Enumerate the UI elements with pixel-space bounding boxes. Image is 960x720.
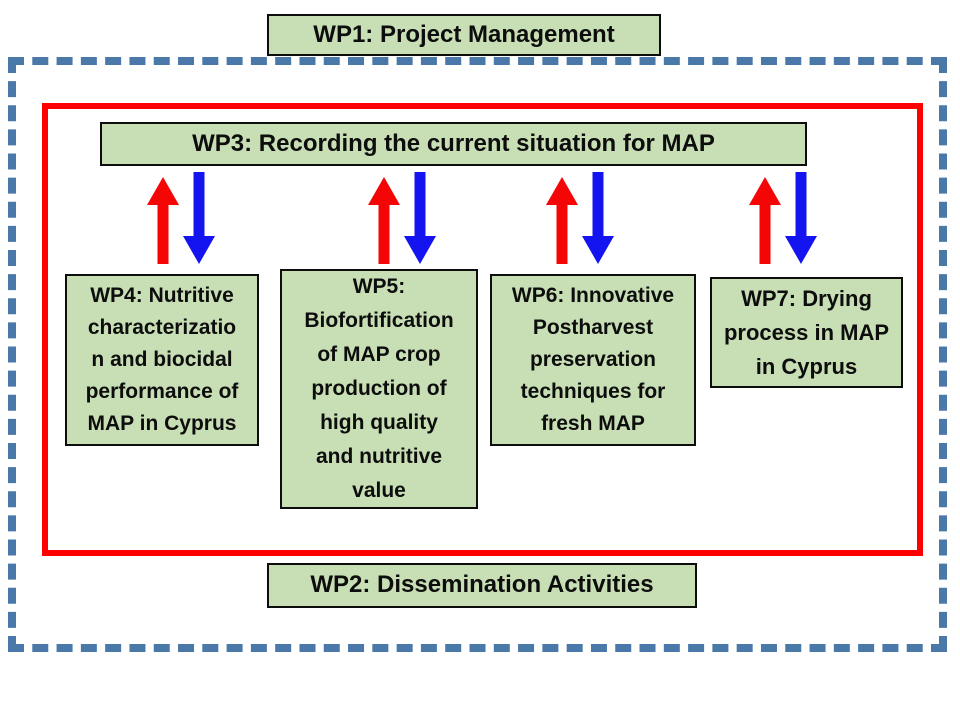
- arrow-pair-svg: [147, 172, 215, 264]
- wp6-box: WP6: Innovative Postharvest preservation…: [490, 274, 696, 446]
- inner-red-frame: [42, 103, 923, 556]
- wp5-label: WP5: Biofortification of MAP crop produc…: [304, 275, 454, 502]
- down-arrow-icon: [404, 172, 436, 264]
- wp3-label: WP3: Recording the current situation for…: [192, 129, 715, 157]
- outer-dashed-frame: [8, 57, 947, 652]
- down-arrow-icon: [785, 172, 817, 264]
- wp6-label: WP6: Innovative Postharvest preservation…: [511, 284, 675, 435]
- wp7-box: WP7: Drying process in MAP in Cyprus: [710, 277, 903, 388]
- arrow-pair-wp7: [747, 172, 819, 264]
- arrow-pair-wp5: [366, 172, 438, 264]
- wp3-box: WP3: Recording the current situation for…: [100, 122, 807, 166]
- wp1-box: WP1: Project Management: [267, 14, 661, 56]
- down-arrow-icon: [183, 172, 215, 264]
- up-arrow-icon: [749, 177, 781, 264]
- up-arrow-icon: [546, 177, 578, 264]
- wp4-box: WP4: Nutritive characterizatio n and bio…: [65, 274, 259, 446]
- arrow-pair-wp6: [544, 172, 616, 264]
- wp2-label: WP2: Dissemination Activities: [310, 571, 654, 599]
- up-arrow-icon: [368, 177, 400, 264]
- wp2-box: WP2: Dissemination Activities: [267, 563, 697, 608]
- wp7-label: WP7: Drying process in MAP in Cyprus: [723, 285, 890, 379]
- arrow-pair-svg: [368, 172, 436, 264]
- wp1-label: WP1: Project Management: [313, 20, 615, 48]
- wp5-box: WP5: Biofortification of MAP crop produc…: [280, 269, 478, 509]
- wp4-label: WP4: Nutritive characterizatio n and bio…: [85, 284, 239, 435]
- arrow-pair-svg: [749, 172, 817, 264]
- arrow-pair-wp4: [145, 172, 217, 264]
- down-arrow-icon: [582, 172, 614, 264]
- up-arrow-icon: [147, 177, 179, 264]
- arrow-pair-svg: [546, 172, 614, 264]
